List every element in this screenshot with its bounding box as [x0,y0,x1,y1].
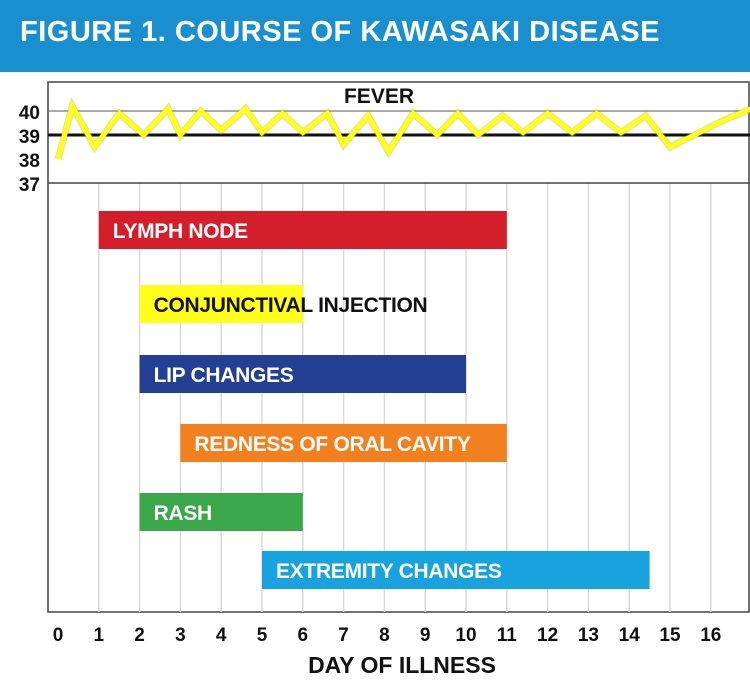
x-tick-label: 9 [420,625,431,646]
x-tick-label: 2 [134,625,145,646]
bar-label: REDNESS OF ORAL CAVITY [194,433,470,456]
bar-extremity-changes [262,551,650,589]
x-tick-label: 12 [537,625,558,646]
x-tick-label: 11 [497,625,518,646]
x-tick-label: 16 [700,625,721,646]
x-tick-label: 4 [216,625,227,646]
bar-label: LYMPH NODE [113,220,248,243]
bar-label: EXTREMITY CHANGES [276,560,502,583]
x-tick-label: 7 [338,625,349,646]
bar-lip-changes [139,355,466,393]
fever-y-tick-label: 38 [19,151,40,172]
bar-conjunctival-injection [139,285,303,323]
fever-y-tick-label: 40 [19,103,40,124]
fever-y-tick-label: 37 [19,175,40,196]
fever-y-tick-label: 39 [19,127,40,148]
x-tick-label: 5 [257,625,268,646]
x-tick-label: 14 [619,625,641,646]
bar-label: LIP CHANGES [154,364,294,387]
x-tick-label: 3 [175,625,186,646]
x-tick-label: 10 [455,625,476,646]
x-tick-label: 8 [379,625,390,646]
bar-redness-of-oral-cavity [180,424,507,462]
x-tick-label: 6 [298,625,309,646]
bar-rash [139,493,303,531]
x-tick-label: 13 [578,625,599,646]
x-tick-label: 1 [94,625,105,646]
fever-line [55,99,750,160]
bar-label: RASH [154,502,212,525]
fever-label: FEVER [344,85,414,108]
plot-area [47,81,750,613]
x-tick-label: 0 [53,625,64,646]
bar-label: CONJUNCTIVAL INJECTION [154,294,428,317]
x-tick-label: 15 [659,625,681,646]
x-axis-label: DAY OF ILLNESS [308,652,496,678]
title-bar: FIGURE 1. COURSE OF KAWASAKI DISEASE [0,0,750,72]
bar-lymph-node [98,211,507,249]
figure-title: FIGURE 1. COURSE OF KAWASAKI DISEASE [20,16,660,48]
